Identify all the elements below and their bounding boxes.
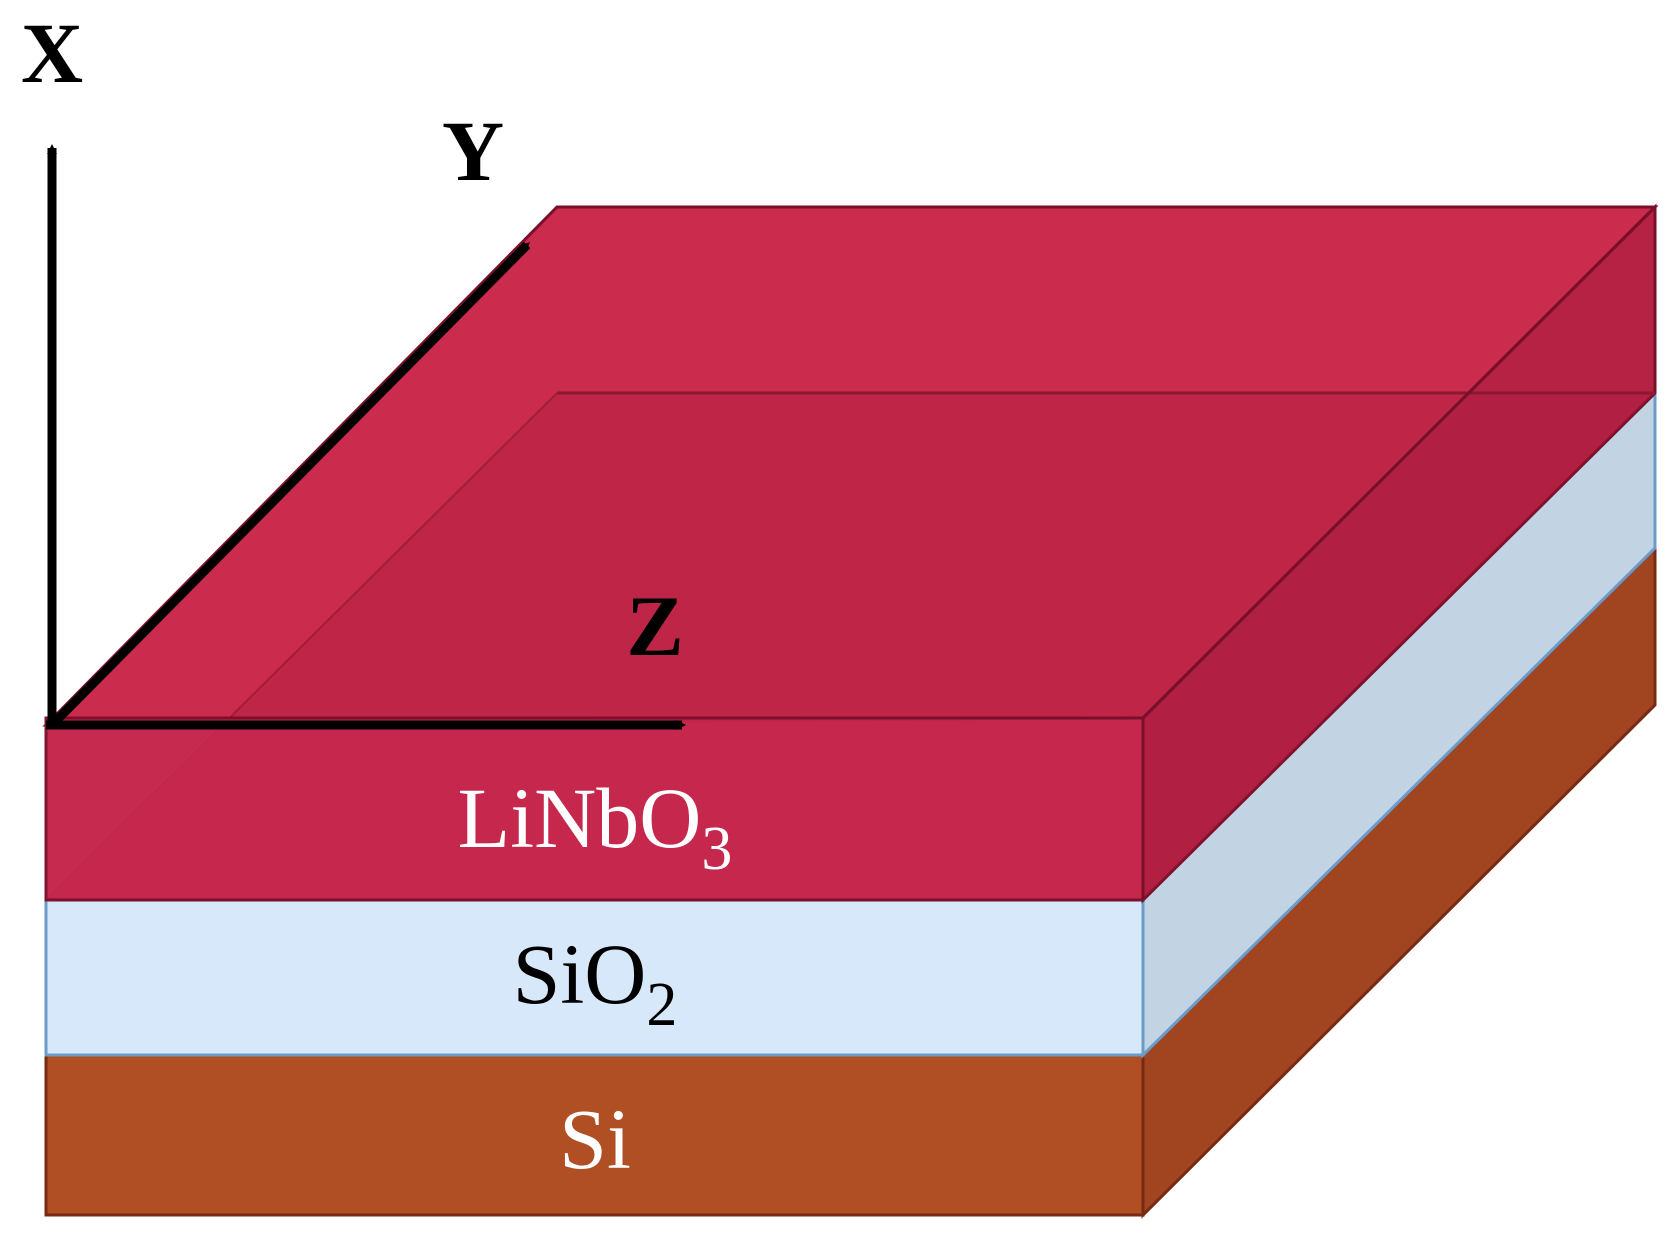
linbo3-front-face <box>44 716 1145 902</box>
si-front-face <box>44 1053 1145 1217</box>
sio2-label-subscript: 2 <box>646 971 677 1039</box>
sio2-front-face <box>44 898 1145 1057</box>
sio2-label-name: SiO <box>513 926 647 1022</box>
axes: X Y Z <box>21 5 686 730</box>
linbo3-label: LiNbO3 <box>458 770 733 883</box>
linbo3-hidden-edge <box>1141 205 1657 720</box>
sio2-layer <box>44 389 1657 1059</box>
y-axis-label: Y <box>442 103 504 199</box>
si-layer <box>44 544 1657 1219</box>
linbo3-layer <box>42 203 1659 904</box>
si-label: Si <box>559 1091 631 1187</box>
linbo3-label-name: LiNbO <box>458 770 702 866</box>
x-axis-label: X <box>21 5 83 101</box>
linbo3-label-subscript: 3 <box>701 815 732 883</box>
layer-labels: LiNbO3 SiO2 Si <box>458 770 733 1187</box>
y-axis-arrow <box>48 241 531 729</box>
sio2-label: SiO2 <box>513 926 678 1039</box>
z-axis-label: Z <box>626 578 683 674</box>
